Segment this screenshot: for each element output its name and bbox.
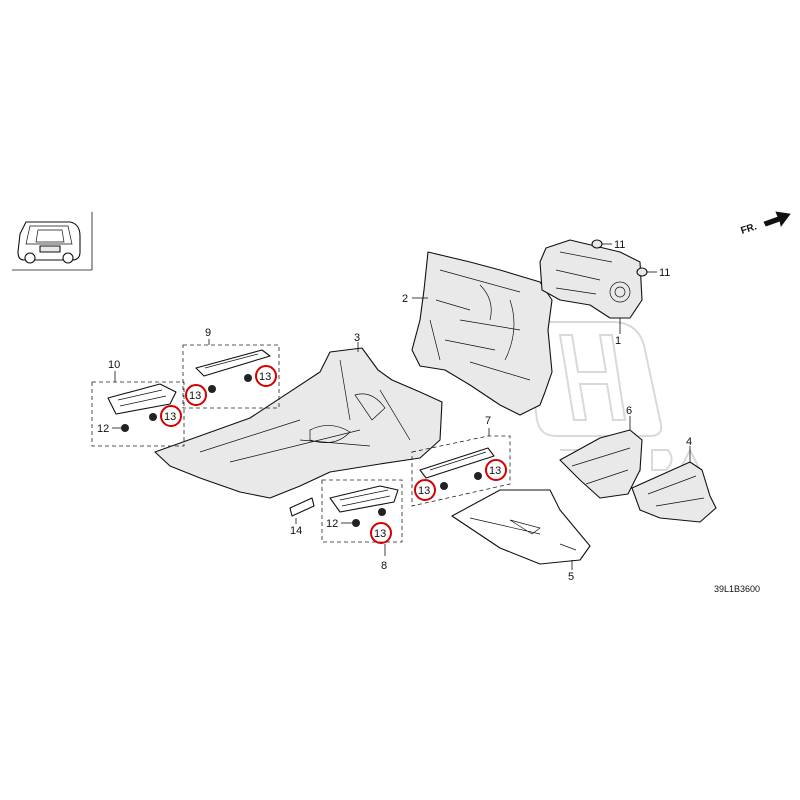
svg-text:9: 9	[205, 327, 211, 339]
callout-13-part10: 13	[160, 405, 182, 427]
callout-1: 1	[615, 335, 621, 347]
svg-text:13: 13	[489, 465, 501, 477]
callout-5: 5	[568, 571, 574, 583]
group-box-7	[411, 435, 511, 507]
svg-text:11: 11	[614, 239, 625, 251]
callout-11-right: 11	[659, 267, 670, 279]
front-label: FR.	[740, 221, 759, 237]
clip-9-b	[244, 374, 252, 382]
svg-text:12: 12	[326, 518, 338, 530]
side-panel-6	[559, 416, 643, 499]
highlight-ring	[160, 405, 182, 427]
floor-duct-10	[107, 383, 177, 415]
svg-text:13: 13	[164, 411, 176, 423]
rear-floor-carpet	[451, 489, 591, 570]
svg-text:5: 5	[568, 571, 574, 583]
svg-text:10: 10	[108, 359, 120, 371]
callout-9: 9	[205, 327, 211, 345]
clip-8-b	[378, 508, 386, 516]
svg-text:13: 13	[374, 528, 386, 540]
clip-7-b	[474, 472, 482, 480]
highlight-ring	[414, 479, 436, 501]
callout-13-part9-right: 13	[255, 365, 277, 387]
vehicle-thumbnail	[12, 212, 93, 271]
svg-text:7: 7	[485, 415, 491, 427]
pad-14	[289, 497, 315, 524]
svg-text:13: 13	[418, 485, 430, 497]
callout-11-top: 11	[614, 239, 625, 251]
svg-text:2: 2	[402, 293, 408, 305]
callout-13-part7-left: 13	[414, 479, 436, 501]
group-box-9	[182, 344, 280, 409]
group-box-10	[91, 381, 185, 447]
clip-9-a	[208, 385, 216, 393]
side-trim-7	[419, 447, 495, 479]
clip-10-a	[121, 424, 129, 432]
van-icon	[17, 221, 81, 264]
svg-text:14: 14	[290, 525, 302, 537]
clip-10-b	[149, 413, 157, 421]
svg-text:4: 4	[686, 436, 692, 448]
svg-text:12: 12	[97, 423, 109, 435]
callout-4: 4	[686, 436, 692, 448]
callout-13-part9-left: 13	[185, 384, 207, 406]
callout-3: 3	[354, 332, 360, 344]
callout-13-part7-right: 13	[485, 459, 507, 481]
clip-8-a	[352, 519, 360, 527]
clip-11-right	[636, 267, 657, 277]
svg-text:1: 1	[615, 335, 621, 347]
front-direction-indicator: FR.	[740, 211, 791, 237]
group-box-8	[321, 479, 403, 543]
svg-text:6: 6	[626, 405, 632, 417]
highlight-ring	[255, 365, 277, 387]
callout-8: 8	[381, 560, 387, 572]
highlight-ring	[185, 384, 207, 406]
diagram-code: 39L1B3600	[714, 584, 760, 594]
callout-13-part8: 13	[370, 522, 392, 544]
highlight-ring	[370, 522, 392, 544]
svg-text:13: 13	[189, 390, 201, 402]
svg-text:3: 3	[354, 332, 360, 344]
rear-duct-8	[329, 485, 399, 513]
svg-text:13: 13	[259, 371, 271, 383]
side-trim-9	[195, 349, 271, 377]
callout-2: 2	[402, 293, 408, 305]
side-insulator-4	[631, 446, 717, 523]
callout-10: 10	[108, 359, 120, 382]
clip-11-top	[591, 239, 612, 249]
clip-7-a	[440, 482, 448, 490]
svg-text:11: 11	[659, 267, 670, 279]
bulkhead-insulator	[539, 239, 643, 334]
svg-text:8: 8	[381, 560, 387, 572]
callout-12-bottom: 12	[326, 518, 352, 530]
callout-14: 14	[290, 525, 302, 537]
arrow-right-icon	[763, 211, 791, 227]
dashboard-insulator	[411, 251, 553, 416]
highlight-ring	[485, 459, 507, 481]
callout-7: 7	[485, 415, 491, 436]
callout-6: 6	[626, 405, 632, 417]
floor-carpet	[154, 342, 443, 499]
callout-12-left: 12	[97, 423, 121, 435]
